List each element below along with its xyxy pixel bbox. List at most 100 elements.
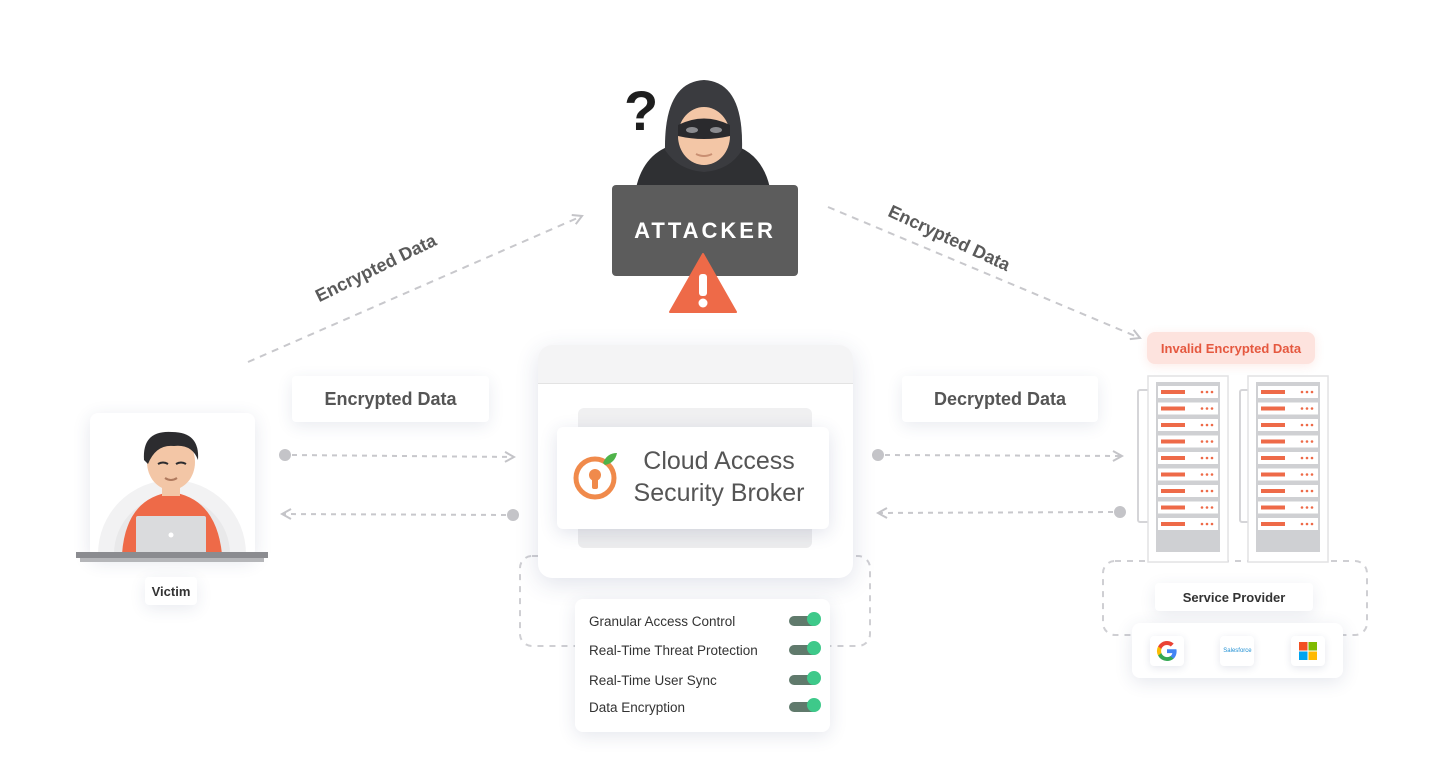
server-led (1310, 407, 1314, 410)
server-led (1200, 423, 1204, 427)
casb-features-list: Granular Access Control Real-Time Threat… (575, 599, 830, 732)
server-unit-bar (1161, 406, 1185, 411)
server-led (1300, 423, 1304, 427)
server-led (1205, 440, 1209, 443)
feature-row: Data Encryption (589, 697, 821, 717)
server-led (1310, 440, 1314, 443)
server-led (1310, 390, 1314, 394)
flow-label-casb-provider: Decrypted Data (902, 376, 1098, 422)
server-unit-bar (1161, 390, 1185, 394)
salesforce-logo-text: Salesforce (1223, 647, 1252, 654)
casb-card: Cloud Access Security Broker (557, 427, 829, 529)
feature-row: Real-Time Threat Protection (589, 640, 821, 660)
hacker-icon: ? (624, 79, 770, 188)
server-led (1210, 440, 1214, 443)
casb-title-line2: Security Broker (633, 479, 805, 507)
server-led (1305, 390, 1309, 394)
warning-icon (669, 253, 737, 313)
server-led (1310, 423, 1314, 427)
server-led (1310, 522, 1314, 526)
server-led (1300, 390, 1304, 394)
toggle-knob (807, 612, 821, 626)
server-unit (1258, 435, 1318, 448)
server-led (1305, 506, 1309, 509)
server-led (1205, 423, 1209, 427)
server-unit (1258, 501, 1318, 514)
server-unit-bar (1261, 456, 1285, 460)
feature-label: Real-Time User Sync (589, 672, 717, 688)
server-led (1205, 390, 1209, 394)
server-unit-bar (1261, 439, 1285, 444)
server-led (1300, 489, 1304, 493)
server-unit (1158, 485, 1218, 497)
server-led (1310, 506, 1314, 509)
server-unit-bar (1261, 423, 1285, 427)
server-led (1300, 407, 1304, 410)
server-unit (1258, 468, 1318, 481)
server-unit (1258, 485, 1318, 497)
server-unit (1258, 452, 1318, 464)
invalid-data-badge: Invalid Encrypted Data (1147, 332, 1315, 364)
server-led (1200, 407, 1204, 410)
server-units (1158, 386, 1318, 530)
server-unit (1258, 386, 1318, 398)
casb-panel-titlebar (538, 345, 853, 384)
server-led (1310, 473, 1314, 476)
server-led (1205, 522, 1209, 526)
server-racks-icon (1137, 375, 1329, 563)
server-led (1300, 473, 1304, 476)
server-led (1200, 489, 1204, 493)
feature-label: Real-Time Threat Protection (589, 642, 758, 658)
server-led (1200, 456, 1204, 460)
server-led (1305, 456, 1309, 460)
server-led (1205, 489, 1209, 493)
feature-label: Granular Access Control (589, 613, 736, 629)
server-led (1205, 506, 1209, 509)
feature-row: Granular Access Control (589, 611, 821, 631)
server-led (1305, 407, 1309, 410)
server-led (1305, 489, 1309, 493)
server-led (1305, 423, 1309, 427)
feature-label: Data Encryption (589, 699, 686, 715)
server-led (1210, 473, 1214, 476)
provider-logos: Salesforce (1132, 623, 1343, 678)
server-unit-bar (1261, 390, 1285, 394)
server-led (1300, 522, 1304, 526)
svg-text:?: ? (624, 79, 658, 142)
server-led (1200, 522, 1204, 526)
server-led (1200, 390, 1204, 394)
server-unit (1158, 386, 1218, 398)
server-led (1210, 456, 1214, 460)
server-unit-bar (1161, 505, 1185, 510)
feature-toggle[interactable] (789, 671, 821, 685)
server-led (1210, 506, 1214, 509)
server-unit-bar (1161, 522, 1185, 526)
server-unit (1258, 402, 1318, 415)
feature-toggle[interactable] (789, 698, 821, 712)
microsoft-logo (1290, 635, 1325, 666)
server-unit (1158, 501, 1218, 514)
server-unit (1258, 518, 1318, 530)
service-provider-label: Service Provider (1155, 583, 1313, 611)
server-unit (1158, 419, 1218, 431)
google-icon (1157, 640, 1177, 661)
server-unit (1158, 435, 1218, 448)
server-led (1310, 456, 1314, 460)
server-unit (1158, 402, 1218, 415)
feature-toggle[interactable] (789, 641, 821, 655)
server-led (1305, 473, 1309, 476)
server-unit (1158, 468, 1218, 481)
server-unit-bar (1161, 489, 1185, 493)
server-led (1300, 506, 1304, 509)
server-led (1205, 456, 1209, 460)
toggle-knob (807, 671, 821, 685)
casb-logo-icon (573, 453, 617, 500)
server-unit-bar (1161, 472, 1185, 477)
server-led (1210, 390, 1214, 394)
server-led (1305, 522, 1309, 526)
salesforce-logo: Salesforce (1220, 635, 1255, 666)
server-unit-bar (1261, 505, 1285, 510)
feature-toggle[interactable] (789, 612, 821, 626)
server-led (1310, 489, 1314, 493)
server-unit-bar (1261, 489, 1285, 493)
